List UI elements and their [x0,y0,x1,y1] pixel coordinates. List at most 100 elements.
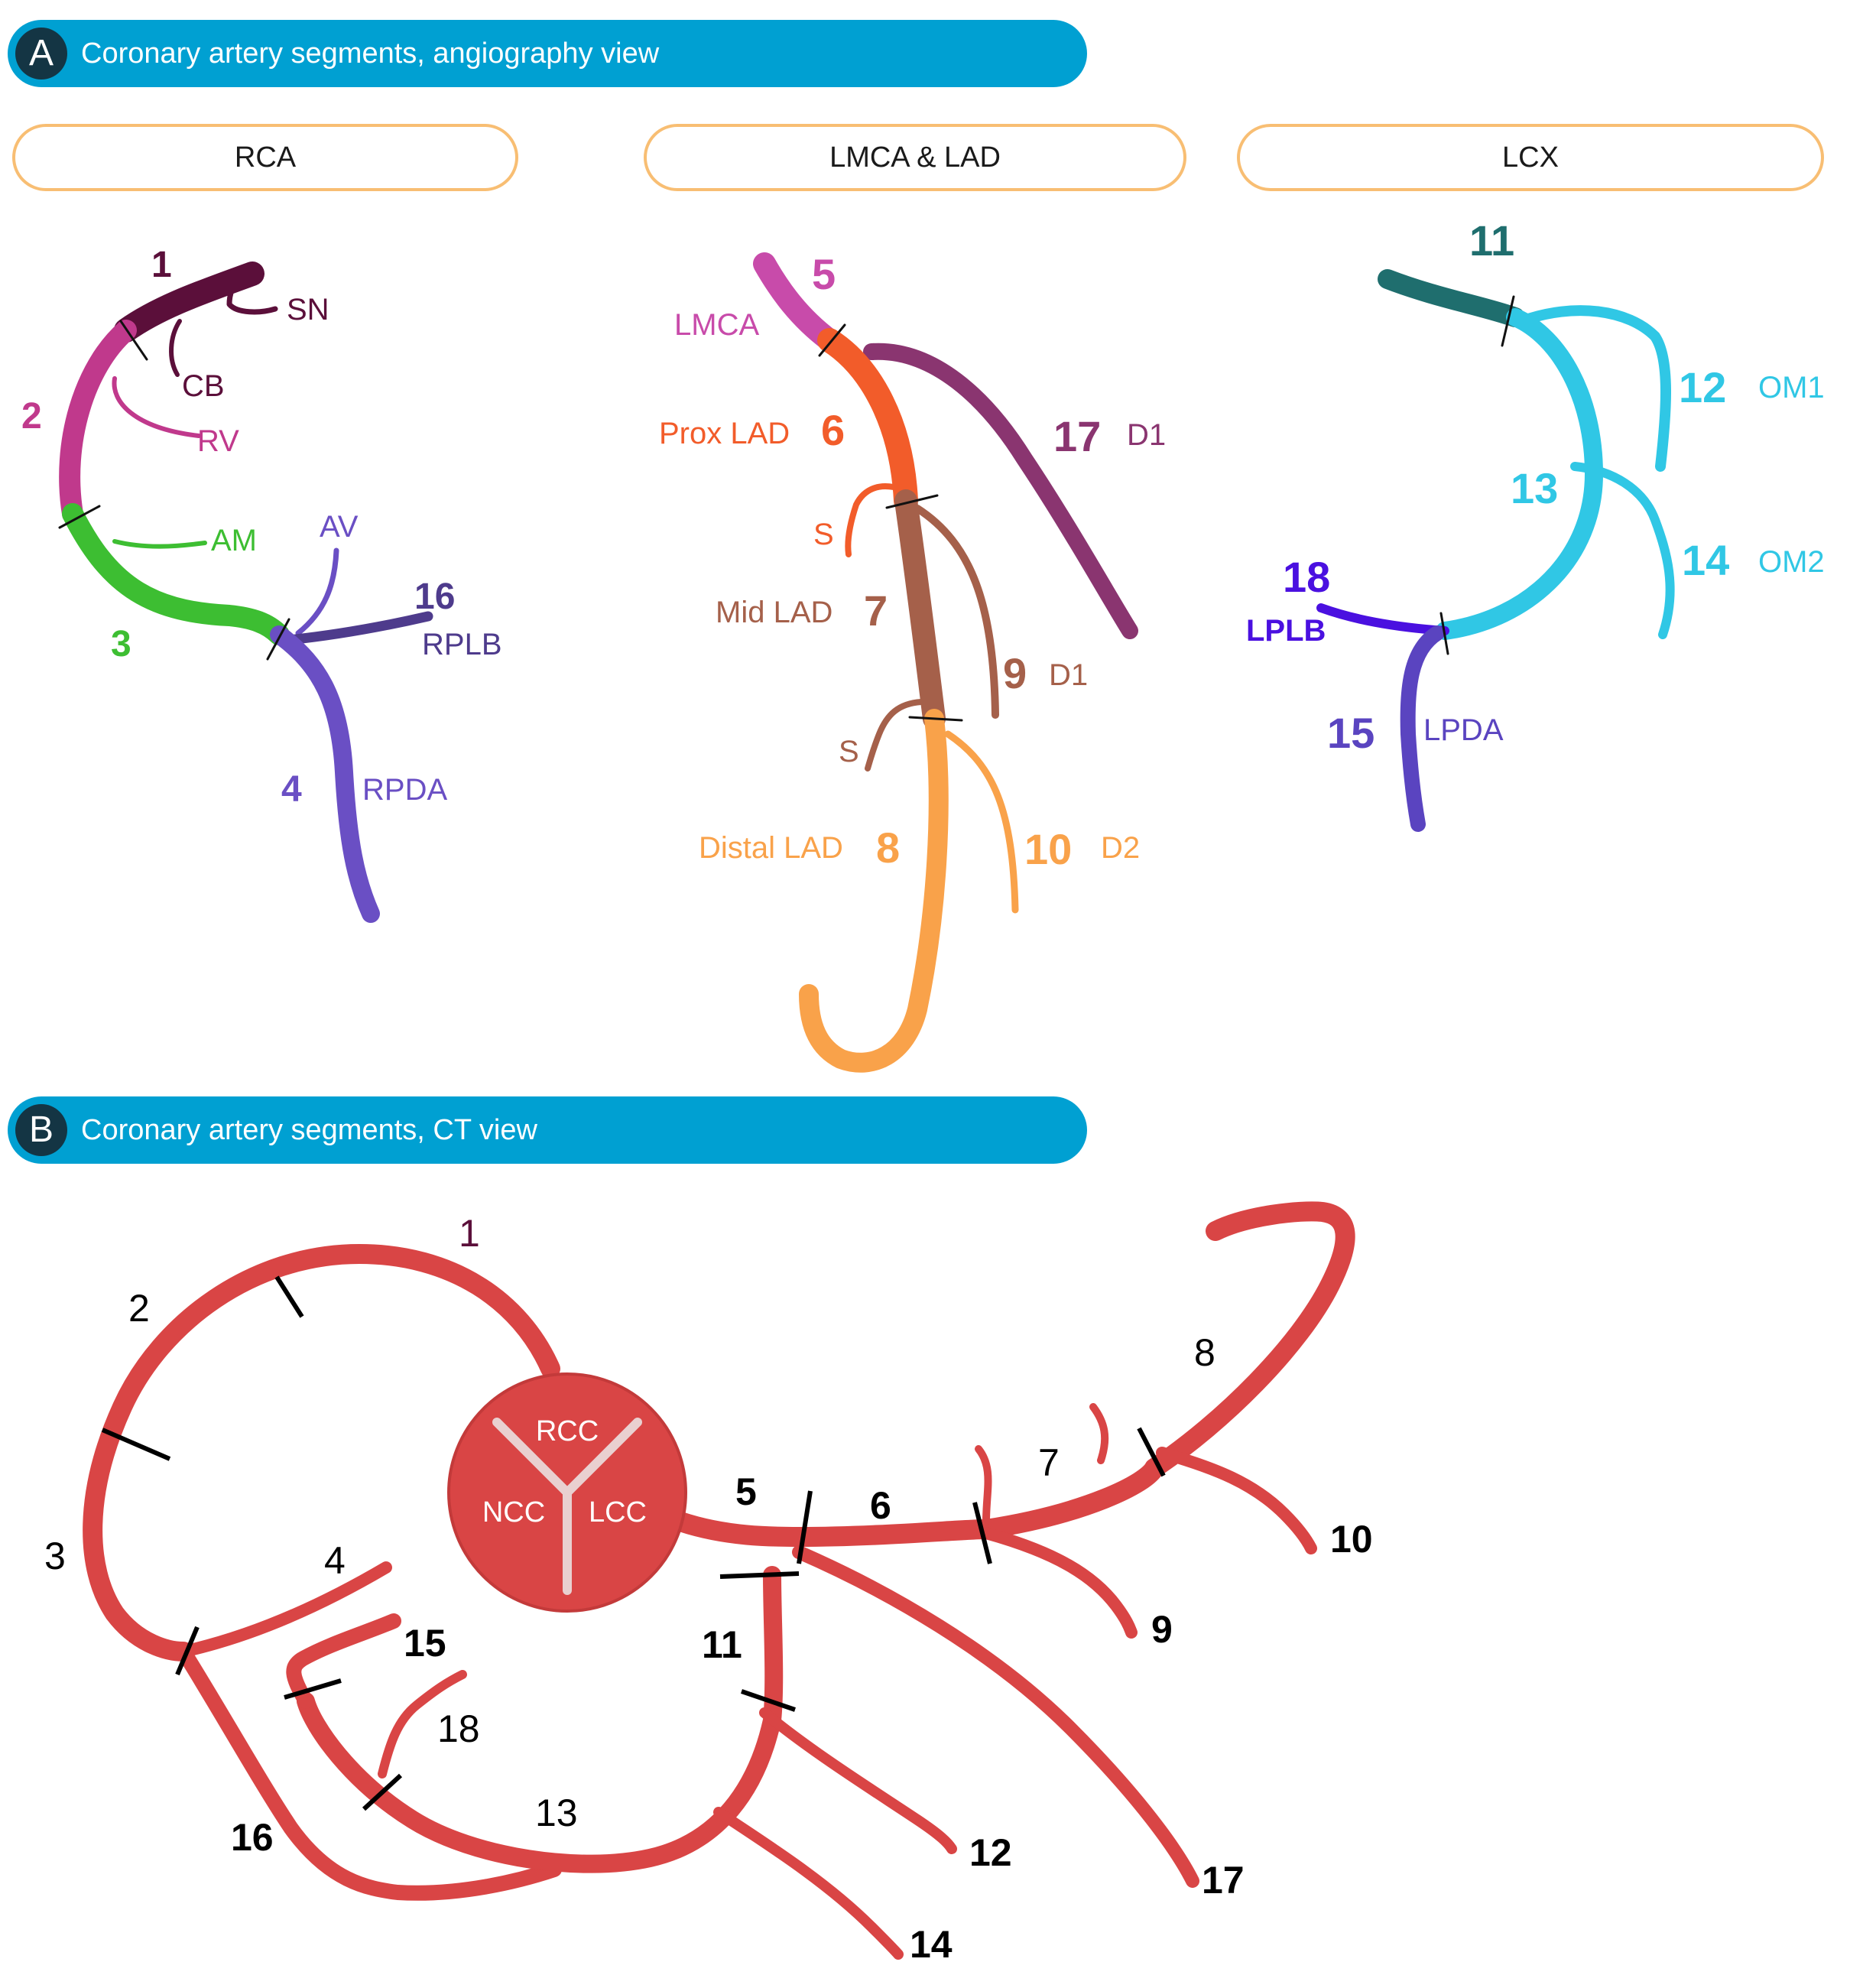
panel-b-title: Coronary artery segments, CT view [81,1114,537,1146]
panel-a-title: Coronary artery segments, angiography vi… [81,37,660,70]
mid-lad-segment-7 [894,489,946,730]
lad-label-10: 10 [1024,825,1072,873]
lcx-label-om2: OM2 [1758,545,1825,579]
rca-label-cb: CB [182,369,225,403]
ct-segment-14 [713,1807,904,1960]
rca-label-2: 2 [21,396,42,437]
ct-divider-6-7 [972,1502,992,1564]
ct-label-16: 16 [231,1816,274,1859]
lad-divider-2 [885,494,939,509]
lad-label-d2: D2 [1101,831,1140,865]
panel-a-letter: A [15,28,67,80]
lcx-tree [1316,269,1675,832]
ct-label-6: 6 [870,1484,891,1527]
lad-label-7: 7 [864,586,888,635]
rca-header: RCA [12,124,518,191]
lcx-label-lpda: LPDA [1423,713,1504,747]
distal-lad-segment-8 [799,709,949,1073]
lcx-label-lplb: LPLB [1246,614,1326,648]
lad-label-17: 17 [1053,412,1101,460]
cusp-label-rcc: RCC [536,1415,599,1447]
ct-divider-1-2 [274,1275,304,1318]
ct-segment-10 [1156,1447,1317,1554]
rca-label-1: 1 [151,245,172,285]
lplb-segment-18 [1316,603,1449,635]
lad-divider-3 [908,716,963,722]
ct-segment-12 [759,1707,957,1854]
lcx-label-12: 12 [1679,363,1726,411]
panel-b-banner: B Coronary artery segments, CT view [8,1096,1087,1164]
ct-label-4: 4 [324,1539,346,1582]
lcx-label-15: 15 [1327,709,1375,757]
lcx-label-18: 18 [1283,553,1330,601]
rca-label-4: 4 [281,769,302,810]
rca-label-am: AM [211,524,257,557]
rca-divider-2 [58,505,101,529]
lad-label-6: 6 [821,406,845,454]
panel-a-banner: A Coronary artery segments, angiography … [8,20,1087,87]
ct-rca-main [83,1244,560,1662]
rca-tree [58,261,433,923]
lpda-segment-15 [1400,625,1445,832]
lcx-header: LCX [1237,124,1824,191]
om2-segment-14 [1570,462,1675,639]
lcx-divider-1 [1501,295,1515,347]
rca-segment-1 [114,261,265,343]
lad-label-5: 5 [812,250,836,298]
ct-divider-15 [284,1678,342,1700]
ct-label-17: 17 [1202,1859,1245,1902]
ct-segment-9 [980,1527,1138,1639]
lad-label-s-1: S [813,518,834,551]
ct-divider-3-4 [175,1626,200,1676]
cusp-divider-right [563,1418,642,1497]
lad-label-8: 8 [876,823,900,872]
d2-segment-10 [944,730,1019,914]
ct-label-12: 12 [969,1831,1012,1874]
septal-branch-1 [845,483,905,557]
rca-segment-2 [59,320,137,525]
ct-label-14: 14 [910,1923,953,1966]
lad-label-prox-lad: Prox LAD [659,417,790,450]
rca-divider-3 [266,618,290,661]
lcx-label-13: 13 [1511,464,1558,512]
rca-divider-1 [119,320,148,361]
ct-label-13: 13 [535,1791,578,1834]
cusp-label-ncc: NCC [482,1496,545,1528]
d1-segment-17 [863,343,1138,639]
prox-lad-segment-6 [817,328,918,513]
lcx-label-11: 11 [1469,216,1514,265]
ct-segment-15 [286,1613,401,1709]
ct-label-3: 3 [44,1535,66,1577]
ct-divider-5-11 [719,1571,800,1579]
ct-label-9: 9 [1151,1608,1173,1651]
ct-label-5: 5 [735,1470,757,1513]
rca-label-rv: RV [197,424,239,458]
ct-septal-7b [1089,1403,1109,1464]
ct-segment-17 [792,1545,1199,1888]
lad-divider-1 [818,323,846,357]
ct-lcx-main [297,1566,784,1873]
rv-branch [112,376,201,438]
lcx-label-om1: OM1 [1758,371,1825,404]
d1-segment-9 [914,505,999,719]
ct-label-7: 7 [1038,1441,1060,1484]
av-branch [295,547,339,636]
panel-b-letter: B [15,1104,67,1156]
ct-label-1: 1 [459,1212,480,1255]
lad-label-mid-lad: Mid LAD [716,596,832,629]
lcx-divider-2 [1439,612,1449,655]
lad-label-s-2: S [839,735,859,768]
rca-label-rpda: RPDA [362,773,447,807]
ct-divider-13-15 [362,1773,403,1811]
lad-label-distal-lad: Distal LAD [699,831,843,865]
ct-label-11: 11 [702,1623,742,1666]
rca-label-16: 16 [414,577,455,617]
septal-branch-2 [865,699,924,771]
ct-label-10: 10 [1330,1518,1373,1561]
ct-septal-7a [975,1445,992,1525]
am-branch [112,539,207,549]
cb-branch [169,319,182,377]
rca-label-3: 3 [111,624,131,664]
rca-label-av: AV [320,510,359,544]
ct-segment-18 [378,1670,467,1778]
